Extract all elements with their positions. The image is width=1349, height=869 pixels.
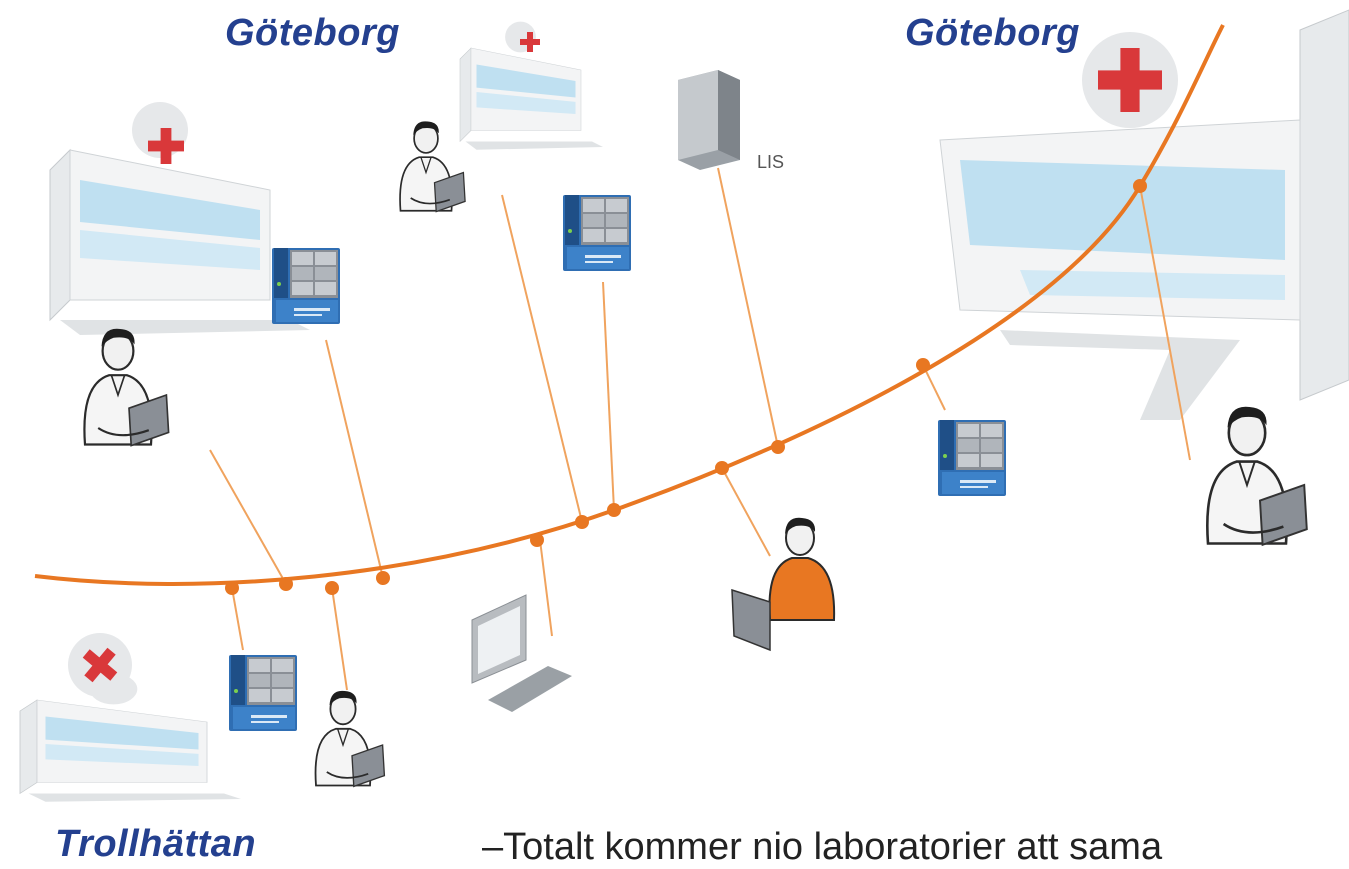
analyzer-icon xyxy=(229,655,297,731)
network-connectors xyxy=(209,167,1191,691)
hospital-top-left-icon xyxy=(49,101,311,336)
person-laptop-icon xyxy=(83,327,170,447)
person-laptop-highlighted-icon xyxy=(731,517,836,652)
analyzer-icon xyxy=(563,195,631,271)
bullet-text: –Totalt kommer nio laboratorier att sama xyxy=(482,826,1162,869)
analyzer-icon xyxy=(272,248,340,324)
lis-label: LIS xyxy=(757,152,784,172)
analyzer-icon xyxy=(938,420,1006,496)
bullet-text-body: Totalt kommer nio laboratorier att sama xyxy=(503,826,1163,868)
hospital-top-center-icon xyxy=(459,21,604,151)
city-label-top-right: Göteborg xyxy=(905,12,1080,54)
network-nodes xyxy=(225,179,1147,595)
lis-server-icon: LIS xyxy=(678,70,784,172)
person-laptop-icon xyxy=(1206,405,1309,547)
hospital-bottom-left-icon xyxy=(19,633,242,803)
city-label-bottom-left: Trollhättan xyxy=(55,823,257,865)
network-backbone xyxy=(34,24,1225,586)
city-label-top-left: Göteborg xyxy=(225,12,400,54)
person-laptop-icon xyxy=(399,120,466,213)
desktop-computer-icon xyxy=(471,594,572,712)
person-laptop-icon xyxy=(314,689,386,788)
bullet-dash: – xyxy=(482,826,504,868)
